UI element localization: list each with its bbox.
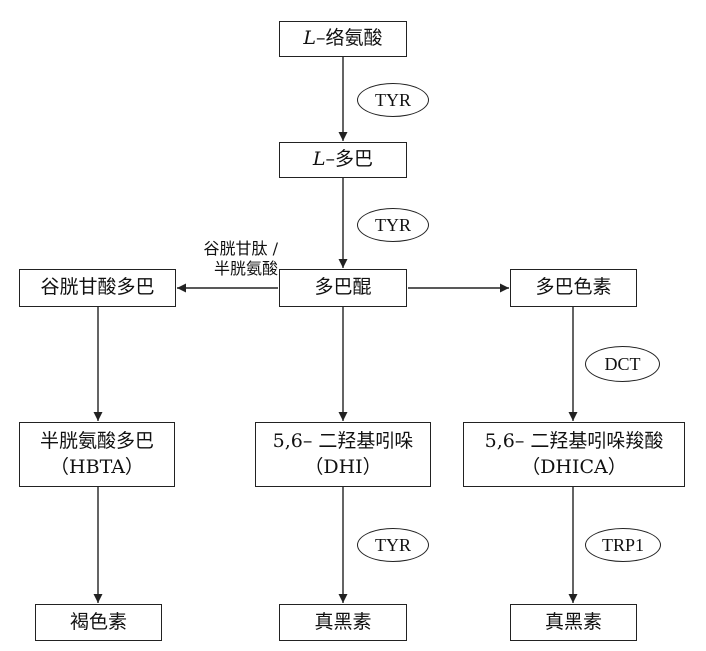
node-dhica: 5,6– 二羟基吲哚羧酸 （DHICA） [463,422,685,487]
node-dhi: 5,6– 二羟基吲哚 （DHI） [255,422,431,487]
enzyme-tyr-2: TYR [357,208,429,242]
node-cysteinyl-dopa-line2: （HBTA） [50,455,144,478]
node-l-dopa-prefix: L [312,148,326,171]
edge-label-glutathione-line2: 半胱氨酸 [213,259,278,278]
node-eumelanin-dhica: 真黑素 [510,604,637,641]
enzyme-dct: DCT [585,346,660,382]
enzyme-trp1-label: TRP1 [601,534,644,555]
node-cysteinyl-dopa: 半胱氨酸多巴 （HBTA） [19,422,175,487]
node-dopachrome: 多巴色素 [510,269,637,307]
node-glutathionyl-dopa: 谷胱甘酸多巴 [19,269,176,307]
node-eumelanin-dhi: 真黑素 [279,604,407,641]
node-dopaquinone: 多巴醌 [279,269,407,307]
enzyme-tyr-3-label: TYR [375,534,411,555]
enzyme-tyr-3: TYR [357,528,429,562]
enzyme-tyr-2-label: TYR [375,214,411,235]
node-cysteinyl-dopa-line1: 半胱氨酸多巴 [39,429,154,452]
node-dhi-line1: 5,6– 二羟基吲哚 [272,429,414,452]
enzyme-tyr-1: TYR [357,83,429,117]
node-l-tyrosine-prefix: L [303,27,317,50]
node-dhi-line2: （DHI） [304,455,382,478]
node-l-dopa-label: –多巴 [325,148,374,171]
node-dopachrome-label: 多巴色素 [535,276,612,299]
node-pheomelanin: 褐色素 [35,604,162,641]
node-l-tyrosine: L–络氨酸 [279,21,407,57]
node-dopaquinone-label: 多巴醌 [314,276,372,299]
node-dhica-line1: 5,6– 二羟基吲哚羧酸 [484,429,664,452]
node-glutathionyl-dopa-label: 谷胱甘酸多巴 [40,276,155,299]
node-pheomelanin-label: 褐色素 [69,610,127,633]
node-dhica-line2: （DHICA） [521,455,627,478]
enzyme-trp1: TRP1 [585,528,661,562]
node-eumelanin-dhica-label: 真黑素 [544,610,602,633]
node-l-tyrosine-label: –络氨酸 [316,27,383,50]
enzyme-tyr-1-label: TYR [375,89,411,110]
node-l-dopa: L–多巴 [279,142,407,178]
edge-label-glutathione: 谷胱甘肽 / 半胱氨酸 [186,239,278,279]
node-eumelanin-dhi-label: 真黑素 [314,610,372,633]
enzyme-dct-label: DCT [604,353,641,374]
edge-label-glutathione-line1: 谷胱甘肽 / [203,239,278,258]
